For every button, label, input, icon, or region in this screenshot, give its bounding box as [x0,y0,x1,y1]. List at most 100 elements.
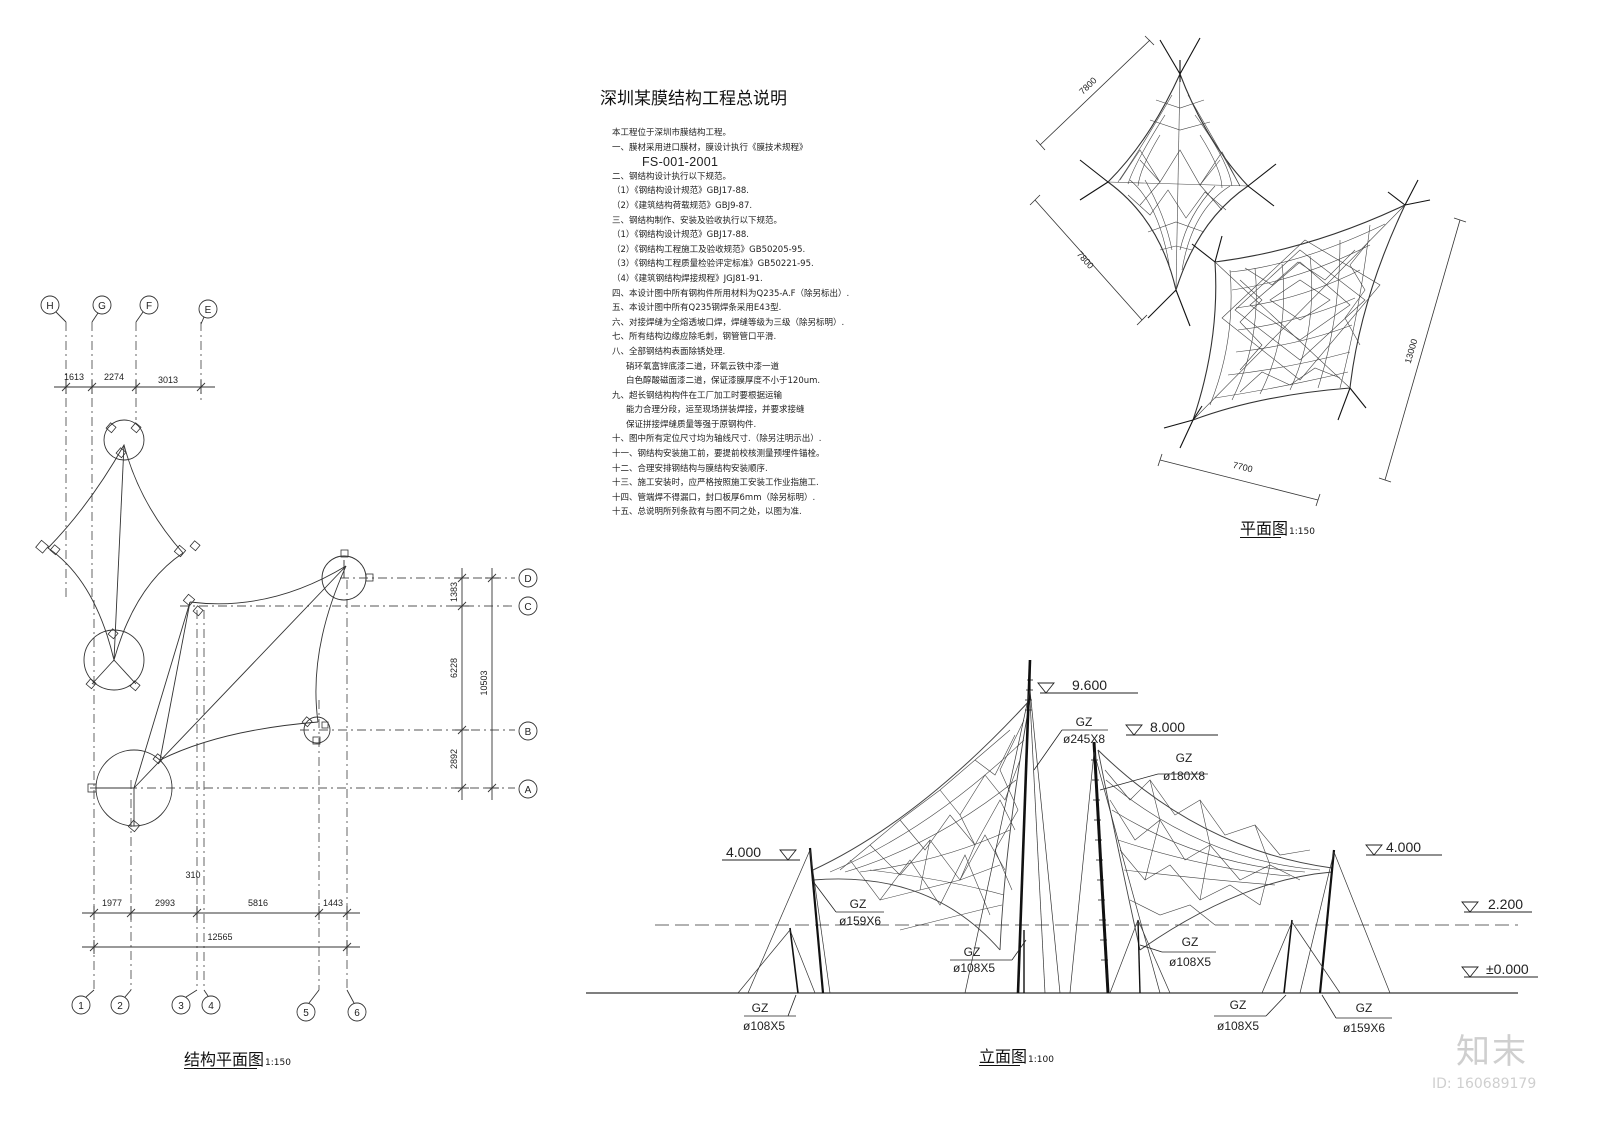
plan-view [1029,35,1467,507]
mast-main-right [1091,741,1110,994]
note-line-17: 白色醇酸磁面漆二道，保证漆膜厚度不小于120um. [626,376,821,387]
column-5-name: GZ [1182,935,1199,949]
level-9600: 9.600 [1072,677,1107,693]
plan-title-underline [1240,537,1281,538]
note-line-26: 十五、总说明所列条款有与图不同之处，以图为准. [612,507,802,518]
elevation-level-text: 9.600 8.000 4.000 4.000 2.200 ±0.000 [726,677,1529,977]
dim-3013: 3013 [158,375,178,385]
column-7-size: ø108X5 [1217,1019,1259,1033]
left-membrane-mesh [812,699,1031,951]
column-7-name: GZ [1230,998,1247,1012]
elevation-title-text: 立面图 [979,1047,1028,1066]
dim-5816: 5816 [248,898,268,908]
column-4-name: GZ [964,945,981,959]
column-1-name: GZ [1076,715,1093,729]
column-5-size: ø108X5 [1169,955,1211,969]
column-6-size: ø108X5 [743,1019,785,1033]
dim-10503: 10503 [479,670,489,695]
axis-label-5: 5 [303,1008,309,1019]
mast-small-left [789,927,799,994]
watermark-logo: 知末 [1456,1032,1528,1072]
axis-label-F: F [146,301,152,312]
column-leaders [744,729,1392,1019]
column-3-name: GZ [850,897,867,911]
note-line-0: 本工程位于深圳市膜结构工程。 [612,128,732,138]
axis-label-B: B [525,727,532,738]
dim-310: 310 [185,870,200,880]
struct-plan-dimension-text: 1613 2274 3013 1977 2993 5816 1443 12565… [64,372,489,942]
elevation-title-underline [979,1065,1020,1066]
note-line-6: 三、钢结构制作、安装及验收执行以下规范。 [612,215,783,226]
dim-2274: 2274 [104,372,124,382]
note-line-21: 十、图中所有定位尺寸均为轴线尺寸.（除另注明示出）. [612,434,822,445]
dim-1383: 1383 [449,582,459,602]
note-line-25: 十四、管端焊不得漏口，封口板厚6mm（除另标明）. [612,492,816,503]
struct-plan-title-underline [184,1068,257,1069]
note-line-24: 十三、施工安装时，应严格按照施工安装工作业指施工. [612,478,819,489]
note-line-9: （3）《钢结构工程质量检验评定标准》GB50221-95. [612,259,814,270]
mast-small-right [1283,919,1293,994]
struct-plan-title-text: 结构平面图 [184,1050,265,1069]
plan-dim-7700: 7700 [1232,460,1254,475]
mast-small-mid [1137,919,1141,994]
plan-dim-7800-a: 7800 [1077,75,1098,96]
lower-membrane-outline [87,549,374,833]
level-4000-right: 4.000 [1386,839,1421,855]
column-1-size: ø245X8 [1063,732,1105,746]
plan-dimension-lines [1029,35,1467,507]
column-6-name: GZ [752,1001,769,1015]
axis-label-4: 4 [208,1001,214,1012]
top-dimensions [54,380,215,394]
axis-label-G: G [98,301,106,312]
note-line-8: （2）《钢结构工程施工及验收规范》GB50205-95. [612,244,806,255]
struct-plan-title: 结构平面图1:150 [184,1046,291,1070]
elevation-view [586,659,1538,1019]
column-3-size: ø159X6 [839,914,881,928]
plan-scale: 1:150 [1289,527,1315,537]
axis-label-D: D [524,574,531,585]
dim-1977: 1977 [102,898,122,908]
note-line-5: （2）《建筑结构荷载规范》GBJ9-87. [612,200,753,211]
note-line-23: 十二、合理安排钢结构与膜结构安装顺序. [612,463,768,474]
note-line-12: 五、本设计图中所有Q235钢焊条采用E43型. [612,303,782,314]
plan-dim-13000: 13000 [1403,338,1420,365]
note-line-3: 二、钢结构设计执行以下规范。 [612,171,732,182]
level-4000-left: 4.000 [726,844,761,860]
note-line-10: （4）《建筑钢结构焊接规程》JGJ81-91. [612,273,763,284]
right-dimensions [455,568,499,800]
note-line-15: 八、全部钢结构表面除锈处理. [612,346,726,357]
plan-title: 平面图1:150 [1240,515,1315,539]
note-line-20: 保证拼接焊缝质量等强于原钢构件. [626,419,757,430]
axis-label-E: E [205,305,212,316]
note-line-22: 十一、钢结构安装施工前，要提前校核测量预埋件锚栓。 [612,449,825,460]
axis-bubbles [40,295,538,1022]
axis-label-1: 1 [78,1001,84,1012]
plan-title-text: 平面图 [1240,519,1289,538]
column-8-size: ø159X6 [1343,1021,1385,1035]
dim-1613: 1613 [64,372,84,382]
upper-membrane-outline [35,419,201,692]
column-2-size: ø180X8 [1163,769,1205,783]
elevation-title: 立面图1:100 [979,1043,1054,1067]
plan-dim-7800-b: 7800 [1075,249,1096,271]
note-line-4: （1）《钢结构设计规范》GBJ17-88. [612,186,749,197]
bottom-dimensions [82,906,360,954]
note-line-16: 硝环氧富锌底漆二道，环氧云铁中漆一道 [626,361,780,372]
stay-cables [737,689,1391,994]
general-notes: 本工程位于深圳市膜结构工程。 一、膜材采用进口膜材，膜设计执行《膜技术规程》 F… [612,126,912,520]
axis-label-A: A [525,785,532,796]
note-line-18: 九、超长钢结构构件在工厂加工时要根据运输 [612,390,783,401]
axis-label-3: 3 [178,1001,184,1012]
elevation-masts [789,659,1336,994]
level-0000: ±0.000 [1486,961,1529,977]
dim-6228: 6228 [449,658,459,678]
watermark-id: ID: 160689179 [1432,1076,1537,1092]
struct-plan-scale: 1:150 [265,1058,291,1068]
axis-label-H: H [46,301,53,312]
note-line-13: 六、对接焊缝为全熔透坡口焊，焊缝等级为三级（除另标明）. [612,317,845,328]
column-4-size: ø108X5 [953,961,995,975]
note-line-2: FS-001-2001 [642,155,719,170]
axis-lines-top [65,322,202,600]
plan-dimension-text: 7800 7800 13000 7700 [1075,75,1420,474]
level-2200: 2.200 [1488,896,1523,912]
